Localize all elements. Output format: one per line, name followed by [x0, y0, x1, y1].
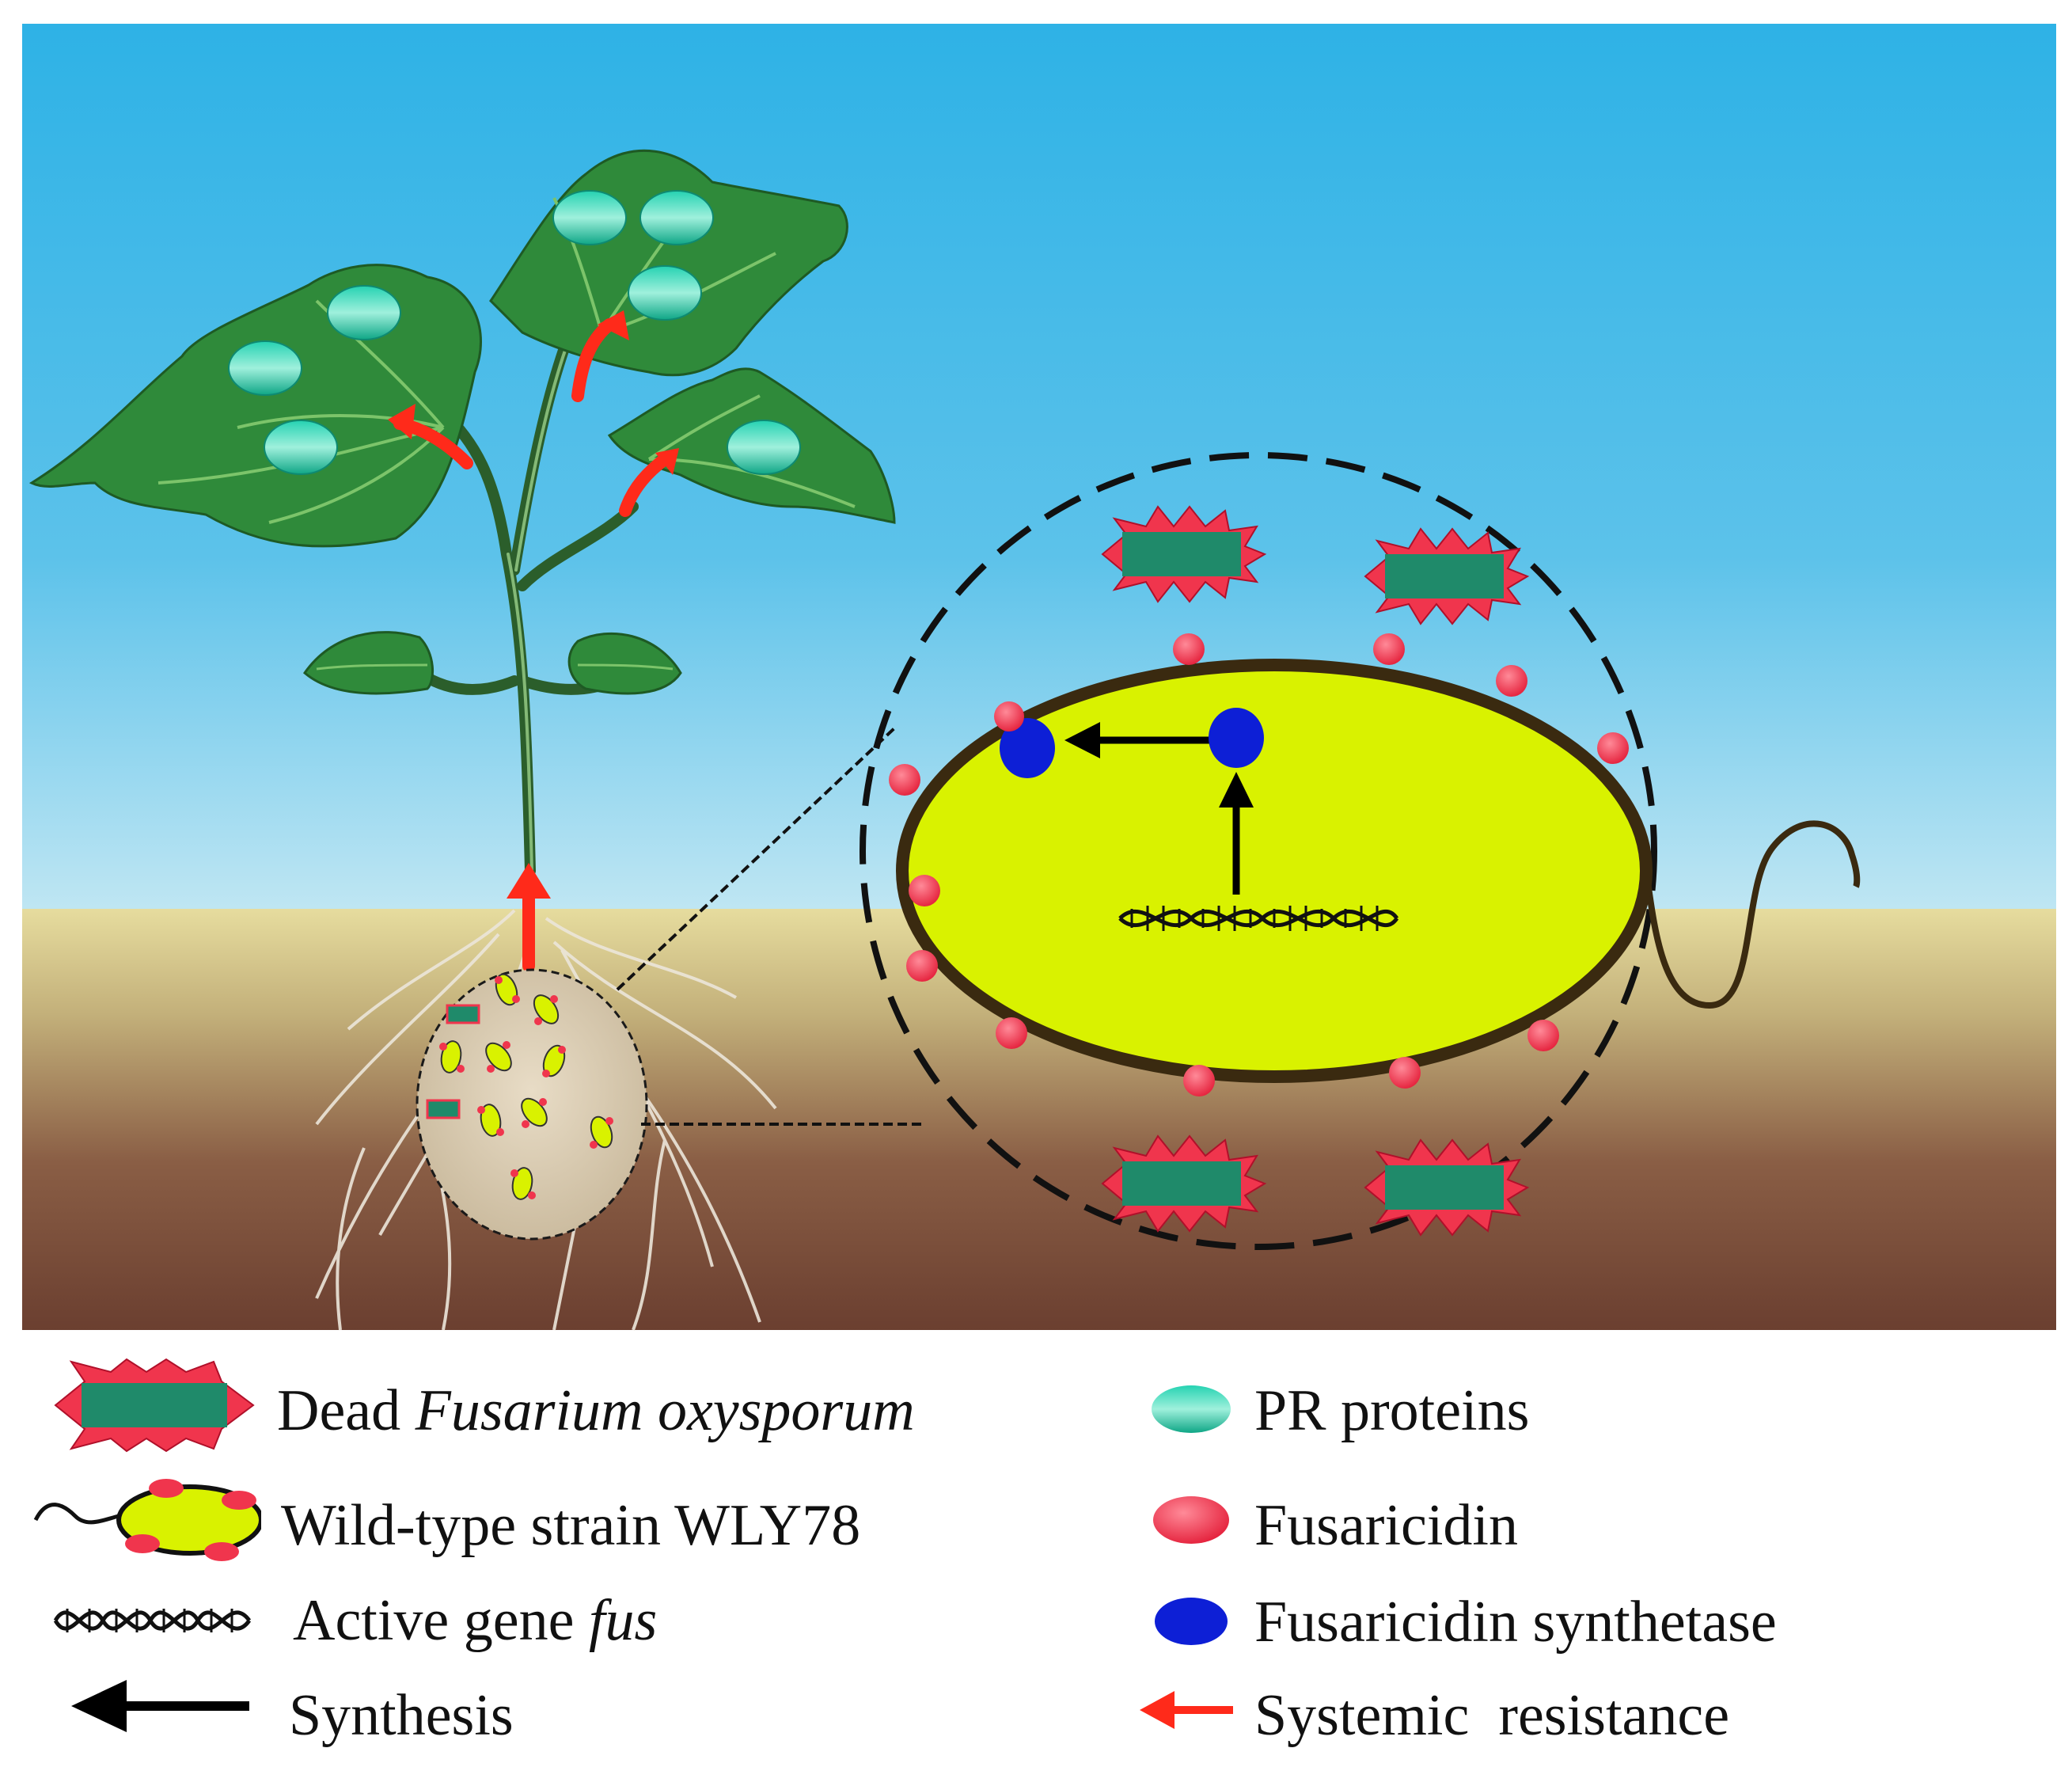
legend: Dead Fusarium oxysporum Wild-type strain… — [0, 1338, 2072, 1767]
legend-gene-prefix: Active gene — [293, 1588, 589, 1653]
bacterium-icon — [33, 1479, 261, 1561]
legend-fusaricidin-label: Fusaricidin — [1254, 1493, 1518, 1558]
bacterial-cell — [896, 659, 1653, 1083]
legend-gene-label: Active gene fus — [293, 1591, 657, 1650]
teal-ellipse-icon — [1152, 1385, 1231, 1433]
legend-resistance-label: Systemic resistance — [1254, 1683, 1730, 1748]
cotyledon-left — [302, 631, 435, 695]
pr-protein — [552, 190, 627, 245]
pr-protein — [628, 265, 702, 321]
synthesis-arrows — [1092, 736, 1240, 895]
dna-icon — [53, 1609, 252, 1632]
red-ellipse-icon — [1153, 1496, 1229, 1544]
legend-dead-fusarium-label: Dead Fusarium oxysporum — [277, 1381, 915, 1440]
legend-dead-prefix: Dead — [277, 1378, 416, 1443]
scene — [22, 24, 2056, 1331]
fusaricidin-synthetase — [1000, 718, 1055, 778]
pr-protein — [327, 285, 401, 340]
legend-wild-type-label: Wild-type strain WLY78 — [281, 1493, 861, 1558]
fusaricidin-molecules — [889, 633, 1629, 1096]
pr-protein — [264, 420, 338, 475]
cotyledon-right — [567, 632, 682, 695]
spiky-fungus-icon — [54, 1358, 255, 1453]
pr-proteins-on-leaves — [228, 190, 801, 475]
pr-protein — [727, 420, 801, 475]
root-nodule — [416, 968, 648, 1241]
blue-ellipse-icon — [1155, 1598, 1228, 1645]
legend-synthesis-label: Synthesis — [289, 1683, 514, 1748]
fusaricidin-synthetase — [1209, 708, 1264, 768]
black-arrow-icon — [71, 1680, 249, 1732]
flagellum — [1643, 820, 1861, 1009]
magnified-view — [860, 452, 1657, 1250]
legend-dead-species: Fusarium oxysporum — [415, 1378, 915, 1443]
dead-fusarium — [1101, 505, 1530, 1237]
pr-protein — [228, 340, 302, 396]
legend-pr-proteins-label: PR proteins — [1254, 1378, 1530, 1443]
zoom-lines — [616, 727, 922, 1126]
active-gene-dna — [1118, 906, 1399, 931]
pr-protein — [639, 190, 714, 245]
red-arrow-icon — [1140, 1691, 1233, 1729]
legend-gene-name: fus — [588, 1588, 658, 1653]
legend-synthetase-label: Fusaricidin synthetase — [1254, 1590, 1777, 1655]
